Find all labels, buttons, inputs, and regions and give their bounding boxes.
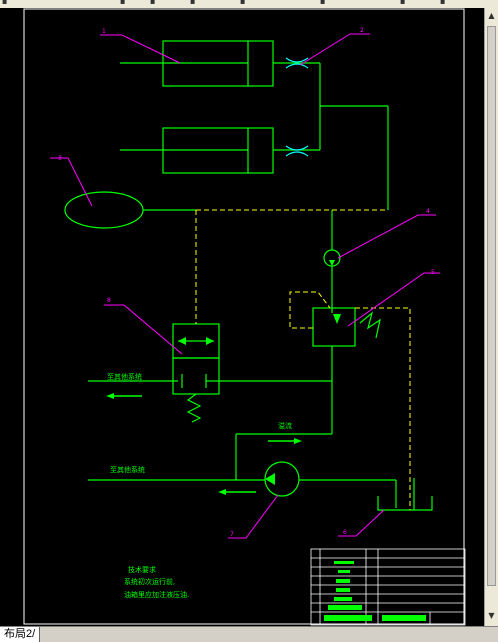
flow-label-to-other-2: 至其他系统	[110, 465, 145, 474]
pilot-line-relief	[289, 291, 331, 329]
flow-label-to-other-1: 至其他系统	[107, 372, 142, 381]
notes-title: 技术要求	[128, 565, 156, 574]
vertical-scrollbar[interactable]: ▲ ▼	[484, 8, 498, 626]
toolbar-icon[interactable]: ▪	[150, 0, 156, 6]
scroll-up-icon[interactable]: ▲	[488, 11, 495, 20]
valve-8-spring	[186, 393, 202, 423]
tab-layout-2[interactable]: 布局2/	[0, 627, 41, 642]
title-block-entry	[334, 561, 354, 564]
title-block-entry	[336, 588, 350, 592]
label-2: 2	[360, 27, 364, 34]
label-3: 3	[58, 155, 62, 162]
relief-valve-5	[312, 307, 356, 347]
sheet-border	[23, 8, 465, 625]
arrowhead	[294, 438, 302, 444]
label-4: 4	[426, 208, 430, 215]
pump-arrow	[265, 473, 275, 485]
flow-label-overflow: 溢流	[278, 421, 292, 430]
toolbar-icon[interactable]: ▪	[190, 0, 196, 6]
label-8: 8	[107, 297, 111, 304]
title-block-entry	[338, 570, 350, 573]
throttle-valve-2	[285, 57, 309, 69]
leader-7	[228, 494, 279, 539]
title-block-entry	[328, 605, 362, 610]
title-block-entry	[334, 597, 352, 601]
relief-spring	[359, 311, 381, 339]
leader-1	[100, 34, 181, 64]
leader-3	[50, 157, 93, 207]
scroll-thumb[interactable]	[487, 26, 496, 586]
toolbar-icon[interactable]: ▪	[400, 0, 406, 6]
leader-8	[104, 304, 183, 355]
relief-arrow	[333, 314, 341, 324]
valve-8-lower	[172, 357, 220, 395]
notes-line-2: 油箱里应加注液压油.	[124, 590, 189, 599]
toolbar-icon[interactable]: ▪	[320, 0, 326, 6]
arrowhead	[218, 489, 226, 495]
leader-2	[299, 33, 370, 66]
title-block	[310, 548, 466, 626]
accumulator	[64, 191, 144, 229]
title-block-entry	[324, 615, 372, 621]
label-6: 6	[343, 529, 347, 536]
valve-8-arrow	[178, 337, 186, 345]
toolbar-icon[interactable]: ▪	[240, 0, 246, 6]
label-7: 7	[230, 531, 234, 538]
label-5: 5	[431, 269, 435, 276]
notes-line-1: 系统初次运行前,	[124, 577, 175, 586]
drawing-canvas[interactable]: 1 2 3 4 5 6 7 8 至其他系统 至其他系统 溢流 技术要求 系统初次…	[0, 8, 484, 626]
throttle-valve-2b	[285, 145, 309, 157]
label-1: 1	[102, 28, 106, 35]
leader-4	[337, 214, 436, 259]
leader-6	[338, 509, 385, 537]
toolbar-icon[interactable]: ▪	[440, 0, 446, 6]
valve-8-arrow	[206, 337, 214, 345]
toolbar-icon[interactable]: ▪	[2, 0, 8, 6]
scroll-down-icon[interactable]: ▼	[488, 611, 495, 620]
tank-6	[377, 496, 433, 511]
title-block-entry	[382, 615, 426, 621]
check-valve-ball	[329, 260, 335, 266]
arrowhead	[106, 393, 114, 399]
title-block-entry	[336, 579, 350, 583]
leader-5	[347, 272, 440, 327]
layout-tab-bar: 布局2/	[0, 626, 498, 642]
toolbar-icon[interactable]: ▪	[120, 0, 126, 6]
hydraulic-schematic: 1 2 3 4 5 6 7 8 至其他系统 至其他系统 溢流 技术要求 系统初次…	[23, 8, 466, 626]
